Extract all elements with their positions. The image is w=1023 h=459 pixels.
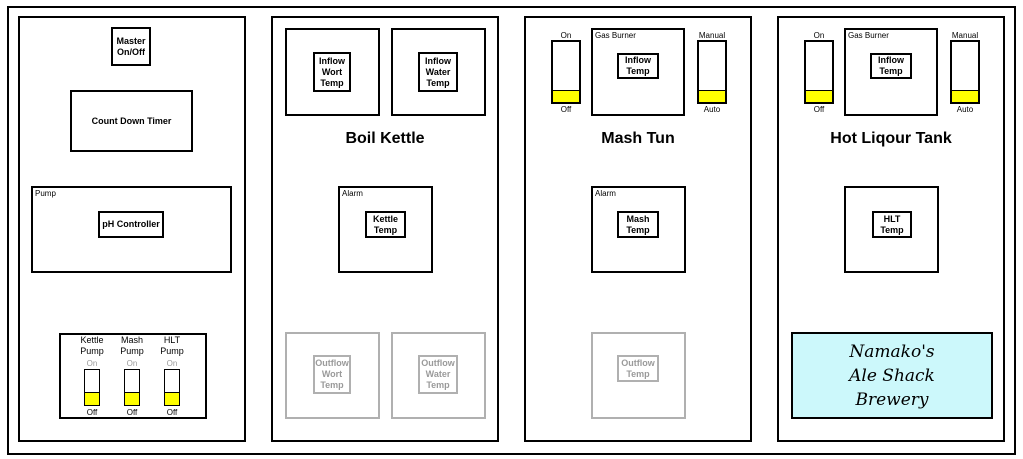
hlt-burner-on-label: On — [813, 31, 825, 40]
kettle-temp[interactable]: Kettle Temp — [365, 211, 406, 238]
hlt-burner-label: Gas Burner — [848, 31, 889, 40]
mash-mode-switch[interactable] — [697, 40, 727, 104]
countdown-timer[interactable]: Count Down Timer — [70, 90, 193, 152]
mash-manual-label: Manual — [698, 31, 726, 40]
hlt-pump-label: HLT Pump — [160, 335, 184, 356]
mash-burner-box: Gas Burner — [591, 28, 685, 116]
mash-inflow-temp[interactable]: Inflow Temp — [617, 53, 659, 79]
mash-outflow-temp[interactable]: Outflow Temp — [617, 355, 659, 382]
mash-auto-label: Auto — [703, 105, 721, 114]
hlt-pump-toggle-fill — [165, 392, 179, 405]
mash-pump-off-label: Off — [126, 407, 138, 417]
control-panel — [18, 16, 246, 442]
kettle-alarm-box[interactable]: Alarm — [338, 186, 433, 273]
hlt-burner-box: Gas Burner — [844, 28, 938, 116]
hlt-burner-off-label: Off — [813, 105, 825, 114]
master-switch[interactable]: Master On/Off — [111, 27, 151, 66]
kettle-pump-on-label: On — [86, 358, 98, 368]
hlt-temp-box — [844, 186, 939, 273]
outflow-wort-temp[interactable]: Outflow Wort Temp — [313, 355, 351, 394]
outflow-wort-box — [285, 332, 380, 419]
pump-group: Pump — [31, 186, 232, 273]
mash-temp[interactable]: Mash Temp — [617, 211, 659, 238]
mash-burner-switch-fill — [553, 90, 579, 102]
boil-kettle-panel — [271, 16, 499, 442]
mash-tun-title: Mash Tun — [601, 130, 675, 147]
inflow-water-box — [391, 28, 486, 116]
mash-burner-switch[interactable] — [551, 40, 581, 104]
hlt-temp[interactable]: HLT Temp — [872, 211, 912, 238]
kettle-pump-toggle[interactable] — [84, 369, 100, 406]
hlt-pump-toggle[interactable] — [164, 369, 180, 406]
mash-pump-toggle[interactable] — [124, 369, 140, 406]
mash-pump-toggle-fill — [125, 392, 139, 405]
mash-alarm-label: Alarm — [595, 189, 616, 198]
outflow-water-box — [391, 332, 486, 419]
mash-burner-off-label: Off — [560, 105, 572, 114]
mash-pump-label: Mash Pump — [120, 335, 144, 356]
hlt-burner-switch[interactable] — [804, 40, 834, 104]
mash-tun-panel — [524, 16, 752, 442]
pump-toggles-group — [59, 333, 207, 419]
hlt-manual-label: Manual — [951, 31, 979, 40]
mash-pump-on-label: On — [126, 358, 138, 368]
mash-mode-switch-fill — [699, 90, 725, 102]
hlt-panel — [777, 16, 1005, 442]
inflow-wort-box — [285, 28, 380, 116]
mash-outflow-box — [591, 332, 686, 419]
kettle-pump-label: Kettle Pump — [80, 335, 104, 356]
ph-controller[interactable]: pH Controller — [98, 211, 164, 238]
kettle-pump-off-label: Off — [86, 407, 98, 417]
kettle-pump-toggle-fill — [85, 392, 99, 405]
inflow-water-temp[interactable]: Inflow Water Temp — [418, 52, 458, 92]
hlt-title: Hot Liqour Tank — [830, 130, 952, 147]
hlt-pump-on-label: On — [166, 358, 178, 368]
kettle-alarm-label: Alarm — [342, 189, 363, 198]
hlt-pump-off-label: Off — [166, 407, 178, 417]
brewery-logo: Namako's Ale Shack Brewery — [791, 332, 993, 419]
pump-label: Pump — [35, 189, 56, 198]
outflow-water-temp[interactable]: Outflow Water Temp — [418, 355, 458, 394]
mash-alarm-box[interactable]: Alarm — [591, 186, 686, 273]
hlt-burner-switch-fill — [806, 90, 832, 102]
hlt-mode-switch-fill — [952, 90, 978, 102]
hlt-auto-label: Auto — [956, 105, 974, 114]
outer-frame — [7, 6, 1016, 455]
mash-burner-label: Gas Burner — [595, 31, 636, 40]
boil-kettle-title: Boil Kettle — [345, 130, 425, 147]
hlt-mode-switch[interactable] — [950, 40, 980, 104]
hlt-inflow-temp[interactable]: Inflow Temp — [870, 53, 912, 79]
inflow-wort-temp[interactable]: Inflow Wort Temp — [313, 52, 351, 92]
mash-burner-on-label: On — [560, 31, 572, 40]
